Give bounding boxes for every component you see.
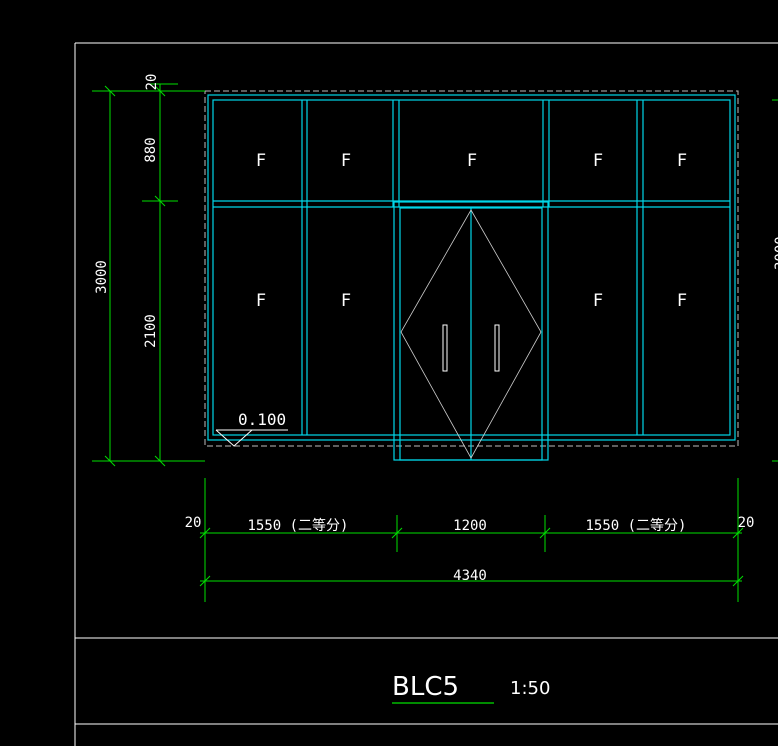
dim-left: 1550 (二等分) xyxy=(247,517,348,534)
pane-label: F xyxy=(341,291,351,311)
level-mark: 0.100 xyxy=(215,410,288,447)
horizontal-dimensions xyxy=(199,478,744,602)
pane-label: F xyxy=(341,151,351,171)
dim-right-gap: 20 xyxy=(738,515,755,531)
pane-label: F xyxy=(677,291,687,311)
dim-right-partial: 3000 xyxy=(773,236,778,270)
dim-left-gap: 20 xyxy=(185,515,202,531)
level-mark-text: 0.100 xyxy=(238,410,286,429)
dim-total-height: 3000 xyxy=(94,260,110,294)
dim-middle: 1200 xyxy=(453,518,487,534)
window-frame xyxy=(207,94,736,461)
title-block: BLC5 1:50 xyxy=(392,672,550,704)
vertical-dimension-labels: 20 880 2100 3000 3000 xyxy=(94,74,778,348)
pane-label: F xyxy=(593,151,603,171)
drawing-title: BLC5 xyxy=(392,672,459,702)
pane-label: F xyxy=(256,291,266,311)
dim-top-gap: 20 xyxy=(144,74,160,91)
pane-label: F xyxy=(593,291,603,311)
right-edge-dimension xyxy=(772,99,778,462)
door-handles xyxy=(442,324,500,372)
dim-lower: 2100 xyxy=(143,314,159,348)
vertical-dimensions xyxy=(92,83,205,467)
dim-right: 1550 (二等分) xyxy=(585,517,686,534)
sheet-frame xyxy=(74,42,778,746)
pane-label: F xyxy=(256,151,266,171)
pane-label: F xyxy=(467,151,477,171)
horizontal-dimension-labels: 20 1550 (二等分) 1200 1550 (二等分) 20 4340 xyxy=(185,515,755,584)
drawing-scale: 1:50 xyxy=(510,678,550,699)
pane-label: F xyxy=(677,151,687,171)
dim-total-width: 4340 xyxy=(453,568,487,584)
pane-labels: F F F F F F F F F xyxy=(256,151,687,311)
door-swing xyxy=(400,209,542,459)
dim-upper: 880 xyxy=(143,137,159,162)
